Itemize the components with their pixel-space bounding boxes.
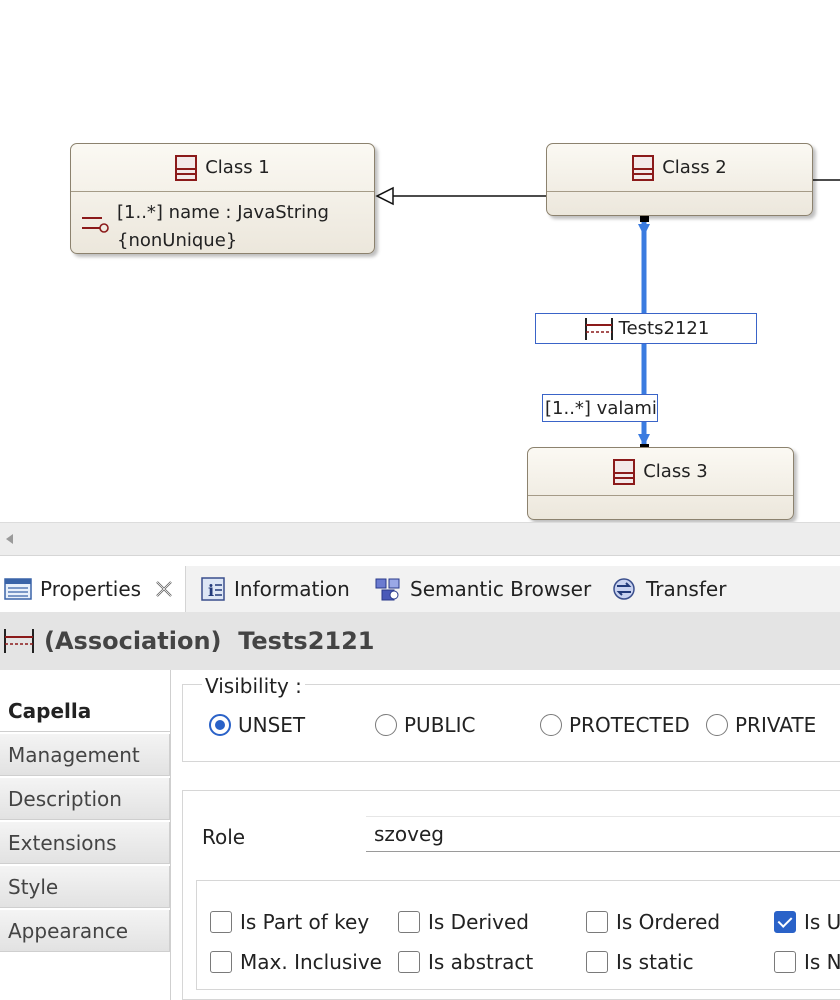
class-name: Class 2 — [662, 157, 727, 178]
svg-text:i: i — [208, 581, 214, 600]
information-icon: i — [201, 577, 225, 601]
section-tabs: Capella Management Description Extension… — [0, 670, 172, 1000]
class-box[interactable]: Class 3 — [527, 447, 794, 520]
class-name: Class 3 — [643, 461, 708, 482]
attribute-text: [1..*] name : JavaString — [117, 202, 329, 223]
association-icon — [4, 629, 34, 653]
semantic-browser-icon — [375, 578, 400, 601]
association-name: Tests2121 — [618, 318, 710, 339]
role-label[interactable]: [1..*] valamik — [542, 394, 658, 422]
generalization-arrowhead — [375, 186, 394, 206]
tab-label: Properties — [40, 577, 142, 601]
class-attribute[interactable]: [1..*] name : JavaString {nonUnique} — [117, 199, 329, 255]
section-tab-appearance[interactable]: Appearance — [0, 910, 170, 952]
checkbox[interactable] — [398, 911, 420, 933]
flags-group — [196, 880, 840, 990]
diagram-canvas[interactable]: Class 1 [1..*] name : JavaString {nonUni… — [0, 0, 840, 522]
section-tab-extensions[interactable]: Extensions — [0, 822, 170, 864]
checkbox[interactable] — [774, 951, 796, 973]
section-tab-management[interactable]: Management — [0, 734, 170, 776]
tab-transfer[interactable]: Transfer — [610, 566, 726, 612]
checkbox[interactable] — [586, 951, 608, 973]
class-icon — [175, 154, 198, 181]
section-divider — [170, 670, 171, 1000]
diagram-connectors — [375, 179, 840, 453]
checkbox-is-part-of-key[interactable]: Is Part of key — [210, 910, 369, 934]
association-label[interactable]: Tests2121 — [535, 313, 757, 344]
class-header: Class 2 — [547, 144, 812, 192]
close-icon[interactable] — [153, 578, 175, 600]
role-text: [1..*] valamik — [545, 397, 658, 419]
tab-label: Information — [234, 577, 350, 601]
property-icon — [82, 217, 109, 233]
properties-content: Visibility : UNSET PUBLIC PROTECTED PRIV… — [172, 670, 840, 1000]
class-box[interactable]: Class 1 [1..*] name : JavaString {nonUni… — [70, 143, 375, 254]
checkbox-is-unique[interactable]: Is U — [774, 910, 840, 934]
visibility-label: Visibility : — [202, 674, 305, 698]
checkbox[interactable] — [774, 911, 796, 933]
checkbox-is-ordered[interactable]: Is Ordered — [586, 910, 720, 934]
section-tab-style[interactable]: Style — [0, 866, 170, 908]
association-icon — [584, 317, 613, 340]
properties-title: (Association) Tests2121 — [44, 627, 375, 655]
class-icon — [632, 154, 655, 181]
class-icon — [613, 458, 636, 485]
tab-label: Transfer — [646, 577, 727, 601]
radio-public[interactable]: PUBLIC — [375, 713, 475, 737]
tab-semantic-browser[interactable]: Semantic Browser — [374, 566, 591, 612]
class-header: Class 3 — [528, 448, 793, 496]
tab-properties[interactable]: Properties — [0, 566, 186, 612]
radio-unset[interactable]: UNSET — [209, 713, 305, 737]
tab-information[interactable]: i Information — [200, 566, 350, 612]
association-source-end — [638, 224, 650, 236]
checkbox-is-n[interactable]: Is N — [774, 950, 840, 974]
checkbox[interactable] — [586, 911, 608, 933]
checkbox-max-inclusive[interactable]: Max. Inclusive — [210, 950, 382, 974]
tab-label: Semantic Browser — [410, 577, 592, 601]
radio-button[interactable] — [540, 714, 562, 736]
checkbox[interactable] — [210, 951, 232, 973]
checkbox-is-abstract[interactable]: Is abstract — [398, 950, 533, 974]
class-name: Class 1 — [205, 157, 270, 178]
visibility-group — [182, 684, 840, 762]
view-tabs-bar: Properties i Information Semantic Browse… — [0, 566, 840, 613]
section-tab-capella[interactable]: Capella — [0, 690, 170, 732]
role-label: Role — [202, 825, 246, 849]
radio-button[interactable] — [706, 714, 728, 736]
radio-protected[interactable]: PROTECTED — [540, 713, 690, 737]
properties-title-bar: (Association) Tests2121 — [0, 612, 840, 671]
section-tab-description[interactable]: Description — [0, 778, 170, 820]
selection-handle-top — [640, 213, 649, 222]
checkbox-is-derived[interactable]: Is Derived — [398, 910, 529, 934]
scroll-left-icon[interactable] — [4, 533, 14, 545]
class-box[interactable]: Class 2 — [546, 143, 813, 216]
diagram-horizontal-scrollbar[interactable] — [0, 522, 840, 556]
association-target-end — [638, 434, 650, 446]
checkbox[interactable] — [398, 951, 420, 973]
radio-button[interactable] — [375, 714, 397, 736]
radio-private[interactable]: PRIVATE — [706, 713, 816, 737]
attribute-modifier: {nonUnique} — [117, 230, 238, 251]
checkbox-is-static[interactable]: Is static — [586, 950, 694, 974]
role-input[interactable]: szoveg — [366, 816, 840, 852]
properties-icon — [4, 578, 32, 600]
class-header: Class 1 — [71, 144, 374, 192]
checkbox[interactable] — [210, 911, 232, 933]
radio-button[interactable] — [209, 714, 231, 736]
transfer-icon — [613, 578, 635, 600]
